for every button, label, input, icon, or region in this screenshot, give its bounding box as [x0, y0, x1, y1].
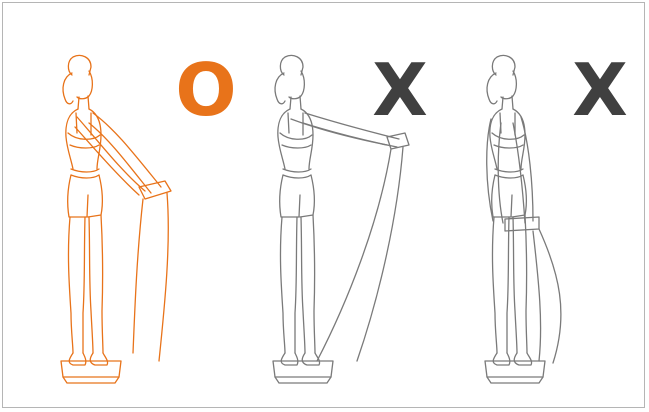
figure-arms-forward-handles-icon [61, 55, 171, 383]
illustration-frame: O X [2, 2, 645, 408]
verdict-mark-incorrect-1: X [372, 48, 428, 132]
verdict-mark-incorrect-2: X [572, 48, 628, 132]
verdict-mark-correct: O [175, 48, 236, 132]
panel-correct: O [61, 48, 237, 383]
figure-arms-down-icon [485, 55, 561, 383]
panel-incorrect-arms-down: X [485, 48, 628, 383]
panel-incorrect-arms-high: X [273, 48, 428, 383]
posture-diagram: O X [3, 3, 646, 409]
